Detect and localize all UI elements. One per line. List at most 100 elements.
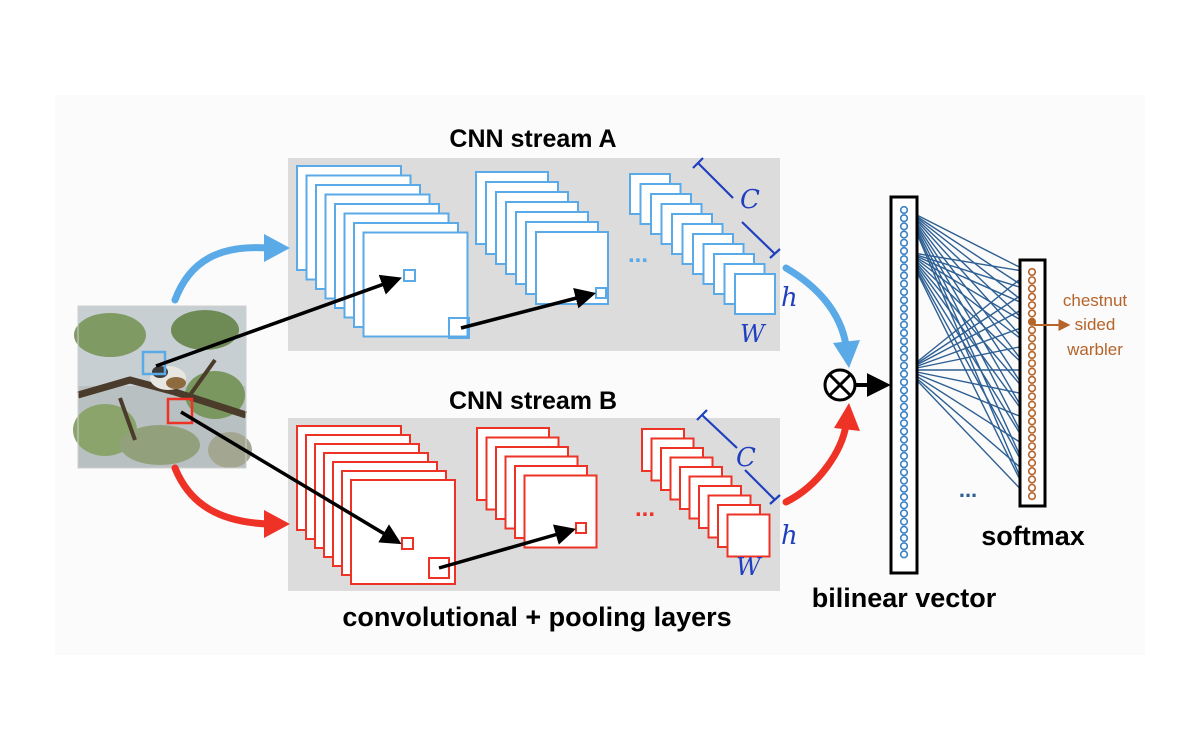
weight-line bbox=[906, 251, 1030, 291]
softmax-node bbox=[1027, 276, 1037, 285]
red-merge-arrow bbox=[782, 421, 850, 506]
weight-line bbox=[906, 344, 1030, 371]
outer-product-symbol bbox=[823, 368, 857, 402]
hidden-connections-ellipsis: ... bbox=[959, 477, 977, 502]
projection-arrow-a2 bbox=[460, 288, 597, 330]
softmax-node bbox=[1027, 375, 1037, 385]
stream-b-channel-label: C bbox=[736, 443, 756, 473]
weight-line bbox=[906, 209, 1030, 421]
weight-line bbox=[906, 209, 1030, 326]
bilinear-node bbox=[899, 533, 909, 543]
input-bird-image bbox=[73, 305, 252, 469]
bilinear-node bbox=[899, 320, 909, 329]
bilinear-node bbox=[899, 263, 909, 272]
bilinear-node bbox=[899, 312, 909, 321]
bilinear-node bbox=[899, 328, 909, 338]
bilinear-node bbox=[899, 222, 909, 231]
blue-merge-arrow bbox=[782, 264, 850, 349]
bilinear-node bbox=[899, 394, 909, 403]
bilinear-node bbox=[899, 460, 909, 469]
bilinear-node bbox=[899, 279, 909, 288]
weight-line bbox=[906, 209, 1030, 371]
bilinear-node bbox=[899, 238, 909, 247]
weight-line bbox=[906, 209, 1030, 273]
stream-a-conv2-map bbox=[535, 231, 609, 305]
layers-label: convolutional + pooling layers bbox=[342, 602, 731, 632]
softmax-node bbox=[1027, 433, 1037, 443]
bilinear-node bbox=[899, 246, 909, 256]
weight-line bbox=[906, 324, 1030, 371]
bilinear-node bbox=[899, 230, 909, 239]
bilinear-vector-nodes bbox=[899, 205, 909, 559]
softmax-node bbox=[1027, 267, 1037, 277]
softmax-node bbox=[1027, 458, 1037, 468]
red-stream-arrow bbox=[171, 464, 272, 528]
bilinear-node bbox=[899, 419, 909, 428]
weight-line bbox=[906, 251, 1030, 273]
softmax-node bbox=[1027, 467, 1037, 476]
stream-a-title: CNN stream A bbox=[449, 125, 616, 153]
fully-connected-weights bbox=[906, 209, 1030, 499]
stream-a-ellipsis: ... bbox=[628, 241, 648, 268]
stream-b-rf-box-2 bbox=[428, 557, 450, 579]
weight-line bbox=[906, 251, 1030, 307]
weight-line bbox=[906, 251, 1030, 371]
weight-line bbox=[906, 251, 1030, 396]
bilinear-node bbox=[899, 525, 909, 534]
softmax-node bbox=[1027, 400, 1037, 409]
stream-b-ellipsis: ... bbox=[635, 495, 655, 522]
stream-a-rf-box-2 bbox=[448, 317, 470, 339]
softmax-node bbox=[1027, 425, 1037, 434]
stream-b-width-label: W bbox=[736, 553, 763, 581]
softmax-node bbox=[1027, 301, 1037, 310]
stream-a-conv3-map bbox=[734, 273, 776, 315]
projection-arrow-a1 bbox=[155, 274, 402, 368]
weight-line bbox=[906, 369, 1030, 449]
bilinear-node bbox=[899, 501, 909, 510]
softmax-node bbox=[1027, 392, 1037, 401]
bilinear-node bbox=[899, 271, 909, 280]
bilinear-node bbox=[899, 386, 909, 395]
output-class-line-1: chestnut bbox=[1063, 291, 1128, 310]
softmax-node bbox=[1027, 409, 1037, 418]
bilinear-node bbox=[899, 296, 909, 305]
softmax-node bbox=[1027, 309, 1037, 318]
softmax-node bbox=[1027, 384, 1037, 393]
softmax-nodes bbox=[1027, 267, 1037, 501]
bilinear-node bbox=[899, 509, 909, 518]
stream-a-width-label: W bbox=[740, 320, 767, 348]
softmax-node bbox=[1027, 334, 1037, 343]
softmax-node bbox=[1027, 326, 1037, 335]
output-class-line-3: warbler bbox=[1066, 340, 1123, 359]
blue-merge-arrow-head bbox=[833, 340, 860, 368]
bilinear-node bbox=[899, 451, 909, 461]
softmax-node bbox=[1027, 475, 1037, 484]
stream-a-feature-maps bbox=[296, 165, 776, 338]
bilinear-node bbox=[899, 542, 909, 551]
bilinear-node bbox=[899, 255, 909, 264]
softmax-node bbox=[1027, 417, 1037, 426]
weight-line bbox=[906, 369, 1030, 421]
softmax-node bbox=[1027, 317, 1037, 326]
stream-a-height-label: h bbox=[781, 283, 798, 313]
weight-line bbox=[906, 209, 1030, 396]
stream-b-conv2-map bbox=[523, 474, 598, 549]
bilinear-node bbox=[899, 345, 909, 354]
bilinear-vector-label: bilinear vector bbox=[812, 583, 997, 613]
weight-line bbox=[906, 251, 1030, 346]
softmax-node bbox=[1027, 367, 1037, 376]
red-stream-arrow-head bbox=[264, 510, 290, 538]
weight-line bbox=[906, 251, 1030, 326]
bilinear-node bbox=[899, 484, 909, 493]
softmax-node bbox=[1027, 483, 1037, 492]
stream-b-rf-box-1 bbox=[401, 537, 414, 550]
bilinear-node bbox=[899, 304, 909, 313]
stream-a-rf-box-1 bbox=[403, 269, 416, 282]
weight-line bbox=[906, 209, 1030, 291]
bilinear-node bbox=[899, 468, 909, 477]
stream-b-feature-maps bbox=[296, 425, 771, 585]
weight-line bbox=[906, 369, 1030, 396]
weight-line bbox=[906, 289, 1030, 371]
stream-a-channel-label: C bbox=[740, 185, 760, 215]
